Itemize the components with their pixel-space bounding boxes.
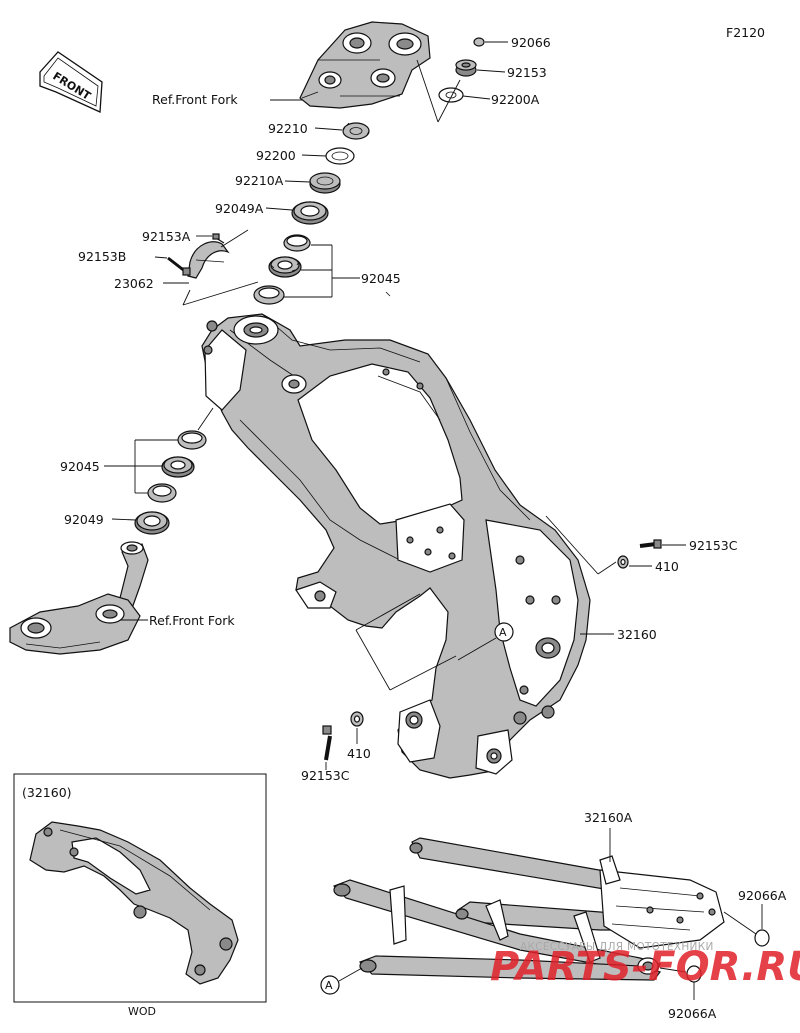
- part-92049A-seal: [291, 201, 329, 225]
- watermark-logo: PARTS-FOR.RU: [490, 944, 800, 990]
- part-92066-cap: [473, 37, 485, 47]
- label-92066: 92066: [511, 35, 551, 50]
- label-92153C-right: 92153C: [689, 538, 738, 553]
- label-92200A: 92200A: [491, 92, 540, 107]
- label-92066A-bottom: 92066A: [668, 1006, 717, 1021]
- figure-id: F2120: [726, 25, 765, 40]
- part-92153-bolt: [455, 59, 477, 77]
- label-92049A: 92049A: [215, 201, 264, 216]
- label-23062: 23062: [114, 276, 154, 291]
- part-92045-lower-race: [177, 430, 207, 450]
- label-92200: 92200: [256, 148, 296, 163]
- label-92210A: 92210A: [235, 173, 284, 188]
- part-23062-clamp: [187, 241, 230, 279]
- inset-title: (32160): [22, 785, 72, 800]
- part-92045-upper-race: [283, 234, 311, 252]
- part-92045-upper-bearing: [268, 256, 302, 278]
- callout-a-subframe: A: [320, 975, 340, 995]
- ref-front-fork-upper-label: Ref.Front Fork: [152, 92, 238, 107]
- label-92153B: 92153B: [78, 249, 126, 264]
- subframe-32160A: [332, 837, 725, 981]
- part-410-bottom-washer: [350, 711, 364, 727]
- part-92200A-washer: [438, 87, 464, 103]
- part-92045-lower-bearing: [161, 456, 195, 478]
- inset-caption: WOD: [128, 1005, 156, 1018]
- ref-front-fork-lower-label: Ref.Front Fork: [149, 613, 235, 628]
- label-92210: 92210: [268, 121, 308, 136]
- part-92045-lower-cup: [147, 483, 177, 503]
- label-410-right: 410: [655, 559, 679, 574]
- main-frame-32160: [201, 291, 591, 779]
- part-92210-nut: [342, 122, 370, 140]
- part-92049-seal: [134, 511, 170, 535]
- part-92153C-right-bolt: [639, 539, 662, 549]
- watermark-text: АКСЕССУАРЫ ДЛЯ МОТОТЕХНИКИ: [520, 941, 714, 953]
- label-92045-top: 92045: [361, 271, 401, 286]
- part-92153A-bolt: [212, 233, 225, 244]
- label-92049: 92049: [64, 512, 104, 527]
- label-92045-left: 92045: [60, 459, 100, 474]
- watermark: АКСЕССУАРЫ ДЛЯ МОТОТЕХНИКИ PARTS-FOR.RU: [490, 941, 800, 990]
- label-92153C-bottom: 92153C: [301, 768, 350, 783]
- part-410-right-washer: [617, 555, 629, 569]
- callout-a-frame-label: A: [499, 626, 507, 639]
- part-92153B-bolt: [167, 256, 191, 276]
- upper-triple-clamp: [299, 21, 431, 109]
- part-92066A-right-cap: [754, 929, 770, 947]
- label-92153: 92153: [507, 65, 547, 80]
- callout-a-frame: A: [494, 622, 514, 642]
- label-92153A: 92153A: [142, 229, 191, 244]
- callout-a-subframe-label: A: [325, 979, 333, 992]
- part-92153C-bottom-bolt: [322, 725, 332, 761]
- part-92045-upper-cup: [253, 285, 285, 305]
- label-32160A: 32160A: [584, 810, 633, 825]
- front-direction-badge: FRONT: [39, 51, 103, 113]
- part-92210A-nut: [309, 172, 341, 194]
- label-92066A-right: 92066A: [738, 888, 787, 903]
- part-92200-washer: [325, 147, 355, 165]
- label-410-bottom: 410: [347, 746, 371, 761]
- label-32160: 32160: [617, 627, 657, 642]
- lower-triple-clamp: [9, 541, 149, 655]
- inset-panel: (32160) WOD: [13, 773, 267, 1018]
